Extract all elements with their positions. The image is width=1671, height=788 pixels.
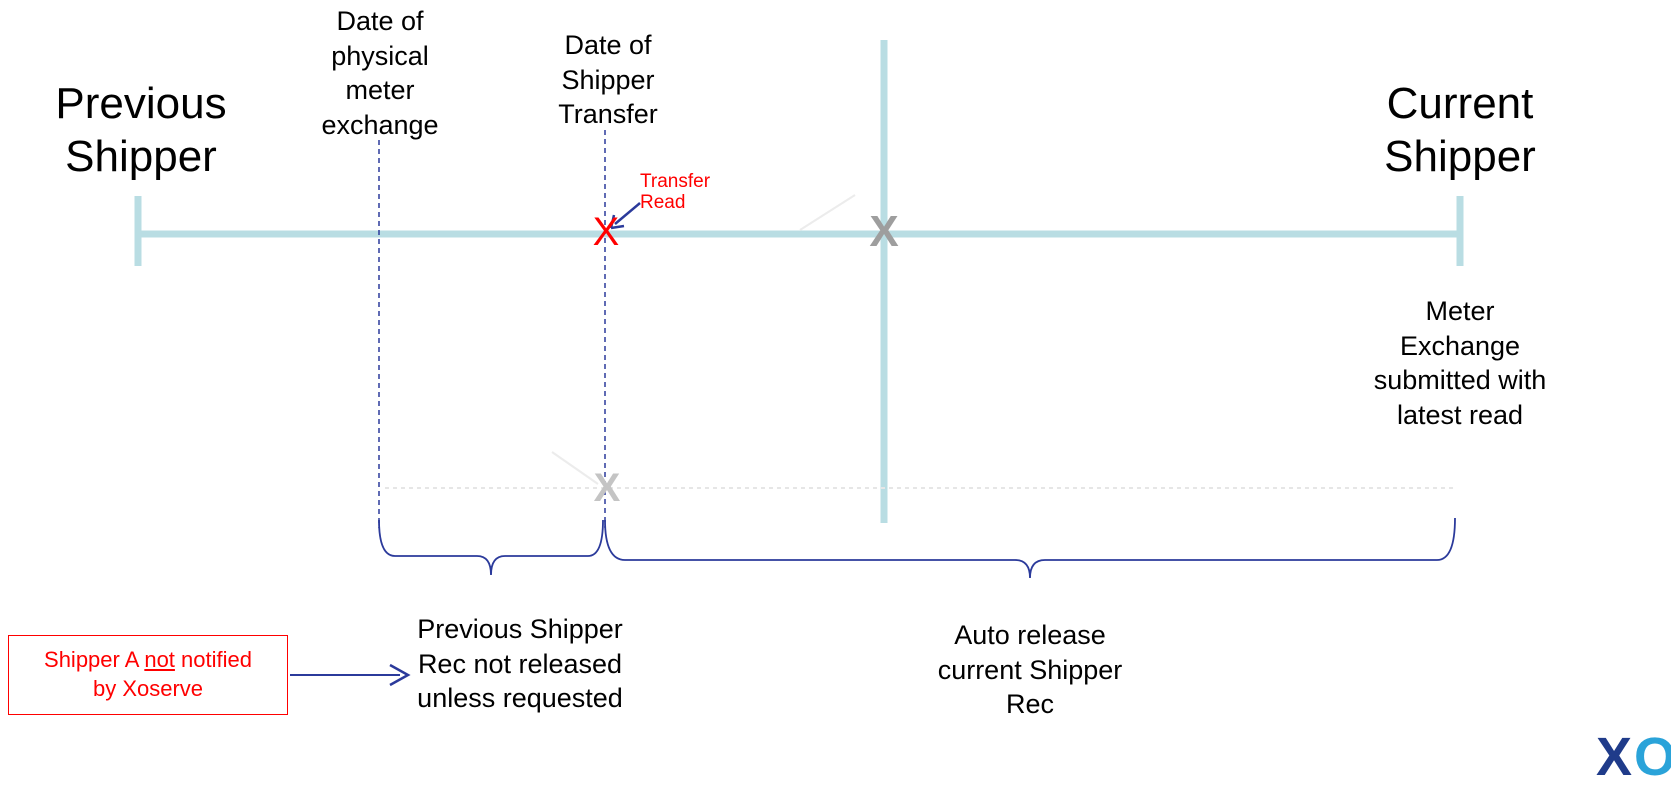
transfer-read-arrowhead bbox=[609, 214, 625, 230]
shipper-a-note-box: Shipper A not notified by Xoserve bbox=[8, 635, 288, 715]
previous-shipper-bracket bbox=[378, 519, 604, 576]
meter-exchange-line-4: latest read bbox=[1396, 399, 1524, 430]
transfer-read-line-1: Transfer bbox=[640, 171, 711, 192]
meter-exchange-line-1: Meter bbox=[1425, 296, 1495, 326]
date-shipper-transfer-label: Date of Shipper Transfer bbox=[528, 28, 688, 132]
meter-exchange-submitted-label: Meter Exchange submitted with latest rea… bbox=[1350, 294, 1570, 432]
auto-release-line-3: Rec bbox=[1005, 689, 1054, 720]
faded-arrow-upper bbox=[799, 194, 856, 231]
logo-part-1: X bbox=[1596, 727, 1635, 787]
date-physical-exchange-line-1: Date of bbox=[336, 6, 424, 36]
current-shipper-label: Current Shipper bbox=[1360, 78, 1560, 184]
previous-shipper-label: Previous Shipper bbox=[36, 78, 246, 184]
current-shipper-line-1: Current bbox=[1386, 79, 1534, 128]
faded-mark-bottom: X bbox=[593, 466, 621, 510]
previous-shipper-line-2: Shipper bbox=[65, 131, 217, 181]
xoserve-logo: XOS bbox=[1596, 726, 1671, 788]
transfer-mark: X bbox=[592, 210, 620, 254]
faded-arrow-lower bbox=[551, 451, 599, 485]
date-shipper-transfer-line-2: Shipper bbox=[561, 64, 655, 95]
previous-shipper-rec-line-3: unless requested bbox=[417, 683, 623, 714]
date-shipper-transfer-line-1: Date of bbox=[564, 30, 652, 60]
previous-shipper-rec-line-1: Previous Shipper bbox=[417, 614, 623, 644]
date-physical-exchange-label: Date of physical meter exchange bbox=[300, 4, 460, 142]
transfer-read-label: Transfer Read bbox=[640, 171, 740, 214]
auto-release-bracket bbox=[604, 517, 1456, 579]
date-shipper-transfer-line-3: Transfer bbox=[558, 99, 658, 130]
current-shipper-line-2: Shipper bbox=[1384, 131, 1536, 181]
previous-shipper-line-1: Previous bbox=[55, 79, 227, 128]
diagram-canvas bbox=[134, 40, 1464, 687]
note-line-2: by Xoserve bbox=[92, 676, 204, 701]
meter-exchange-line-2: Exchange bbox=[1399, 330, 1521, 361]
transfer-read-line-2: Read bbox=[640, 191, 686, 213]
note-underlined: not bbox=[144, 647, 175, 673]
transfer-read-arrow bbox=[614, 202, 641, 225]
date-physical-exchange-line-3: meter bbox=[345, 75, 415, 106]
previous-shipper-rec-label: Previous Shipper Rec not released unless… bbox=[390, 612, 650, 716]
date-physical-exchange-line-4: exchange bbox=[321, 109, 439, 140]
meter-exchange-line-3: submitted with bbox=[1373, 365, 1547, 396]
auto-release-label: Auto release current Shipper Rec bbox=[925, 618, 1135, 722]
note-suffix: notified bbox=[174, 647, 252, 673]
auto-release-line-1: Auto release bbox=[954, 620, 1106, 650]
logo-part-2: OS bbox=[1634, 727, 1671, 787]
date-physical-exchange-line-2: physical bbox=[331, 40, 429, 71]
faded-mark-top: X bbox=[869, 207, 899, 256]
previous-shipper-rec-line-2: Rec not released bbox=[417, 648, 623, 679]
note-arrowhead bbox=[389, 663, 411, 687]
auto-release-line-2: current Shipper bbox=[937, 654, 1123, 685]
note-prefix: Shipper A bbox=[44, 647, 145, 673]
